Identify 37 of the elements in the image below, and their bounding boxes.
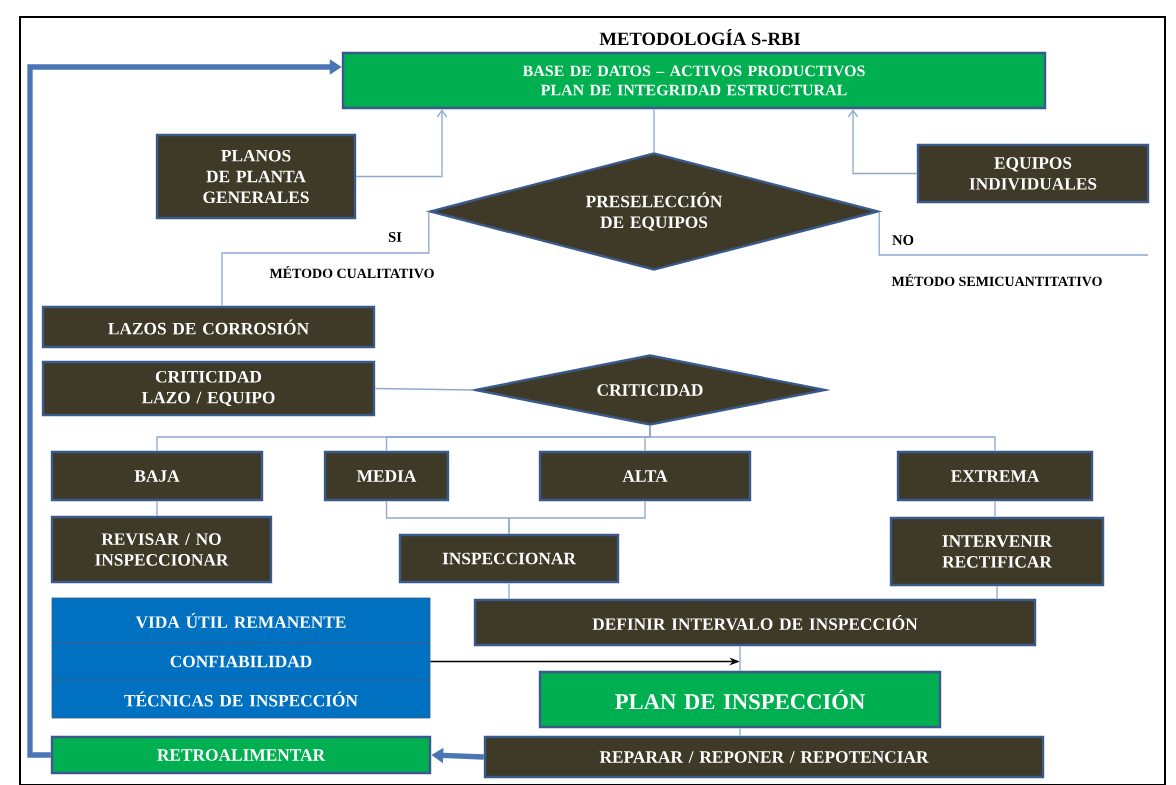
- connector-line: [739, 727, 741, 737]
- process-box: PLAN DE INSPECCIÓN: [538, 670, 942, 729]
- list-row: VIDA ÚTIL REMANENTE: [51, 597, 431, 644]
- edge-label: NO: [890, 233, 916, 247]
- process-box: REVISAR / NO INSPECCIONAR: [50, 515, 273, 584]
- process-box: INTERVENIR RECTIFICAR: [889, 516, 1105, 587]
- connector-line: [994, 500, 996, 518]
- process-box: EQUIPOS INDIVIDUALES: [916, 143, 1150, 204]
- process-box: REPARAR / REPONER / REPOTENCIAR: [483, 735, 1045, 779]
- process-box: INSPECCIONAR: [398, 533, 620, 584]
- method-label: MÉTODO SEMICUANTITATIVO: [891, 273, 1102, 287]
- connector-line: [221, 210, 430, 307]
- list-row: CONFIABILIDAD: [51, 642, 431, 681]
- arrow: [355, 109, 448, 178]
- process-box: CRITICIDAD LAZO / EQUIPO: [41, 360, 376, 417]
- arrow: [847, 109, 918, 175]
- process-box: MEDIA: [323, 450, 450, 502]
- process-box: DEFINIR INTERVALO DE INSPECCIÓN: [473, 598, 1037, 647]
- process-box: EXTREMA: [896, 450, 1094, 502]
- connector-line: [374, 387, 475, 391]
- connector-line: [649, 425, 996, 452]
- connector-line: [996, 585, 998, 600]
- process-box: PLANOS DE PLANTA GENERALES: [155, 133, 357, 220]
- title: METODOLOGÍA S-RBI: [599, 28, 801, 46]
- connector-line: [878, 210, 1149, 256]
- process-box: BASE DE DATOS – ACTIVOS PRODUCTIVOS PLAN DE INTEGRIDAD ESTRUCTURAL: [341, 51, 1047, 110]
- connector-line: [508, 582, 510, 600]
- process-box: ALTA: [538, 450, 752, 502]
- connector-line: [653, 108, 655, 153]
- process-box: RETROALIMENTAR: [50, 735, 432, 775]
- edge-label: SI: [386, 230, 404, 244]
- connector-line: [508, 500, 646, 535]
- connector-line: [739, 645, 741, 672]
- process-box: LAZOS DE CORROSIÓN: [41, 305, 376, 349]
- list-row: TÉCNICAS DE INSPECCIÓN: [51, 679, 431, 719]
- connector-line: [156, 500, 158, 517]
- process-box: BAJA: [50, 450, 264, 502]
